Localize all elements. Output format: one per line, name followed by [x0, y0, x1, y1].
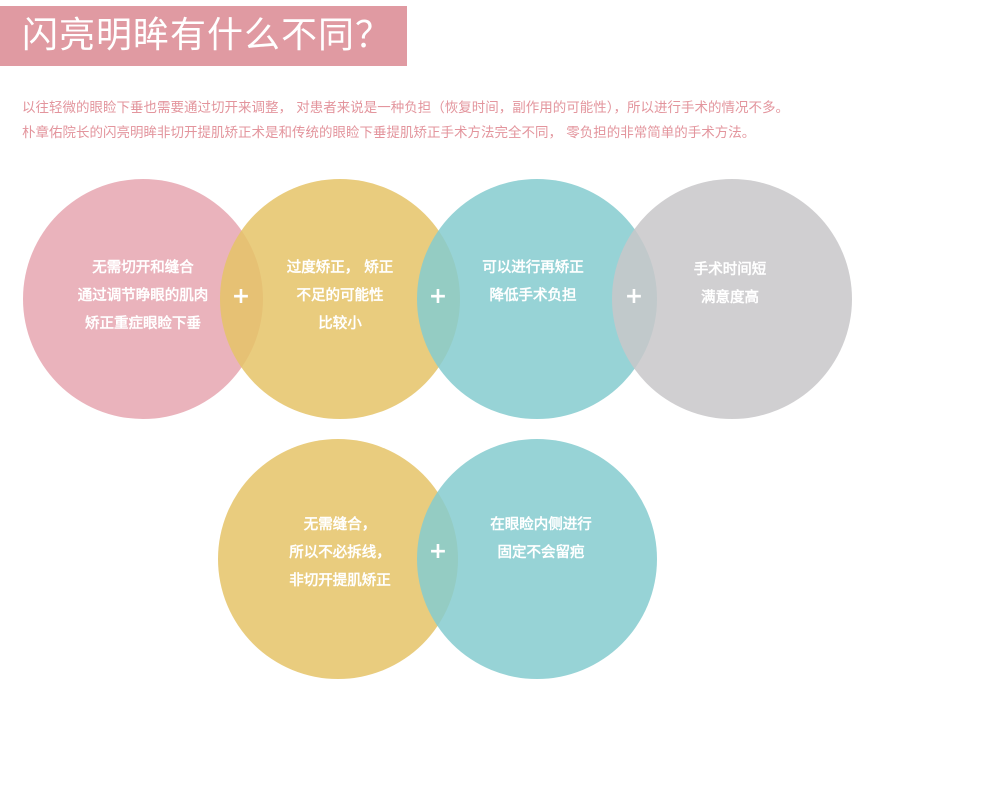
benefit-text-no-scar: 在眼睑内侧进行 固定不会留疤 [490, 517, 592, 561]
plus-icon: + [428, 284, 448, 309]
title-banner: 闪亮明眸有什么不同？ [0, 6, 407, 66]
benefit-text-recorrection: 可以进行再矫正 降低手术负担 [482, 260, 584, 304]
intro-paragraph: 以往轻微的眼睑下垂也需要通过切开来调整， 对患者来说是一种负担（恢复时间，副作用… [22, 96, 982, 146]
plus-icon: + [624, 284, 644, 309]
plus-icon: + [231, 284, 251, 309]
benefit-text-no-incision: 无需切开和缝合 通过调节睁眼的肌肉 矫正重症眼睑下垂 [77, 260, 209, 332]
benefit-text-correction-accuracy: 过度矫正， 矫正 不足的可能性 比较小 [286, 260, 394, 332]
benefit-circle-short-time [612, 179, 852, 419]
intro-line-1: 以往轻微的眼睑下垂也需要通过切开来调整， 对患者来说是一种负担（恢复时间，副作用… [22, 100, 790, 116]
benefit-circle-no-scar [417, 439, 657, 679]
intro-line-2: 朴章佑院长的闪亮明眸非切开提肌矫正术是和传统的眼睑下垂提肌矫正手术方法完全不同，… [22, 125, 756, 141]
benefit-text-short-time: 手术时间短 满意度高 [693, 262, 767, 306]
page-title: 闪亮明眸有什么不同？ [22, 15, 393, 56]
plus-icon: + [428, 539, 448, 564]
benefit-text-no-stitches: 无需缝合， 所以不必拆线， 非切开提肌矫正 [289, 517, 391, 589]
